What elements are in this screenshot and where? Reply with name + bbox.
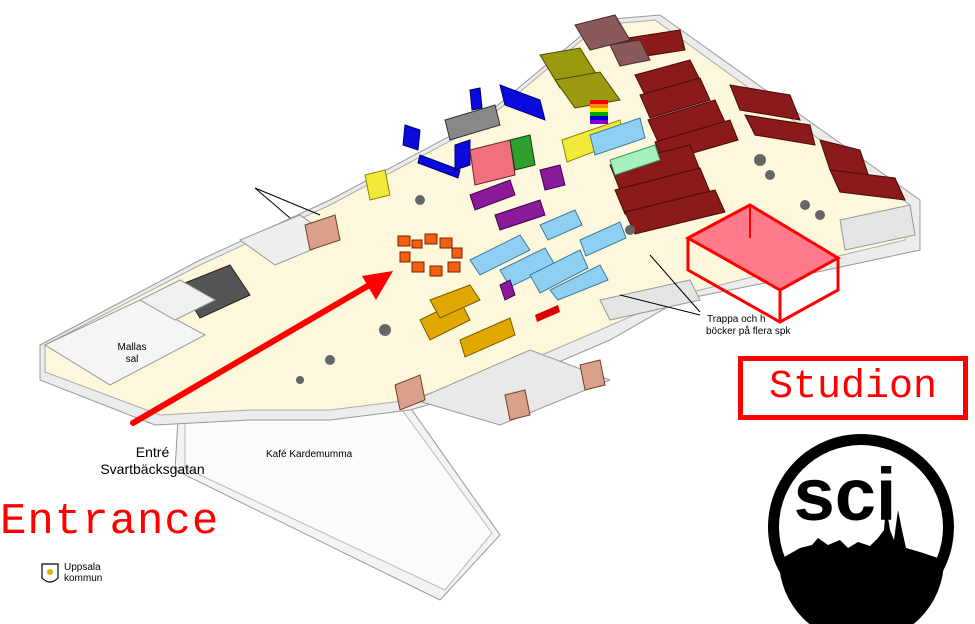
shelves-red <box>609 29 906 235</box>
shelf-mint <box>609 144 661 176</box>
trappa-label-line2-end: k <box>785 326 791 337</box>
entrance-arrow <box>130 271 393 426</box>
tables <box>296 154 825 384</box>
kommun-line1: Uppsala <box>64 562 101 573</box>
sci-logo-text: sci <box>794 453 897 536</box>
service-desk <box>444 104 536 186</box>
trappa-label-line2-wrap: böcker på flera spk <box>706 326 791 338</box>
kommun-text: Uppsala kommun <box>64 562 102 584</box>
shelves-blue <box>402 84 546 179</box>
entre-label-line1: Entré <box>135 444 170 460</box>
mallas-label-line1: Mallas <box>117 342 147 353</box>
entrance-label: Entré Svartbäcksgatan <box>100 444 205 478</box>
kafe-label: Kafé Kardemumma <box>266 449 353 460</box>
shelves-purple <box>469 164 566 301</box>
red-strip <box>535 305 560 322</box>
entrance-annotation: Entrance <box>0 497 220 547</box>
shelves-mauve <box>574 14 651 67</box>
rainbow-shelf <box>590 100 608 124</box>
label-pointers <box>254 187 701 316</box>
mallas-label-line2: sal <box>125 354 139 365</box>
sci-logo <box>768 434 954 624</box>
studion-annotation: Studion <box>738 356 968 420</box>
brown-furniture <box>304 214 606 421</box>
uppsala-crest <box>41 563 59 583</box>
entre-label-line2: Svartbäcksgatan <box>100 461 205 477</box>
mallas-sal-label: Mallas sal <box>117 342 147 366</box>
trappa-label-line2: böcker på flera sp <box>706 326 786 337</box>
shelves-lightblue <box>469 117 646 301</box>
seating-ring <box>397 233 463 277</box>
studion-room-highlight <box>684 203 842 324</box>
shelves-orange <box>419 284 516 358</box>
shelves-olive <box>539 47 621 109</box>
kommun-line2: kommun <box>64 573 103 584</box>
trappa-label-line1: Trappa och h <box>707 314 766 325</box>
trappa-label: Trappa och h böcker på flera spk <box>706 314 791 338</box>
